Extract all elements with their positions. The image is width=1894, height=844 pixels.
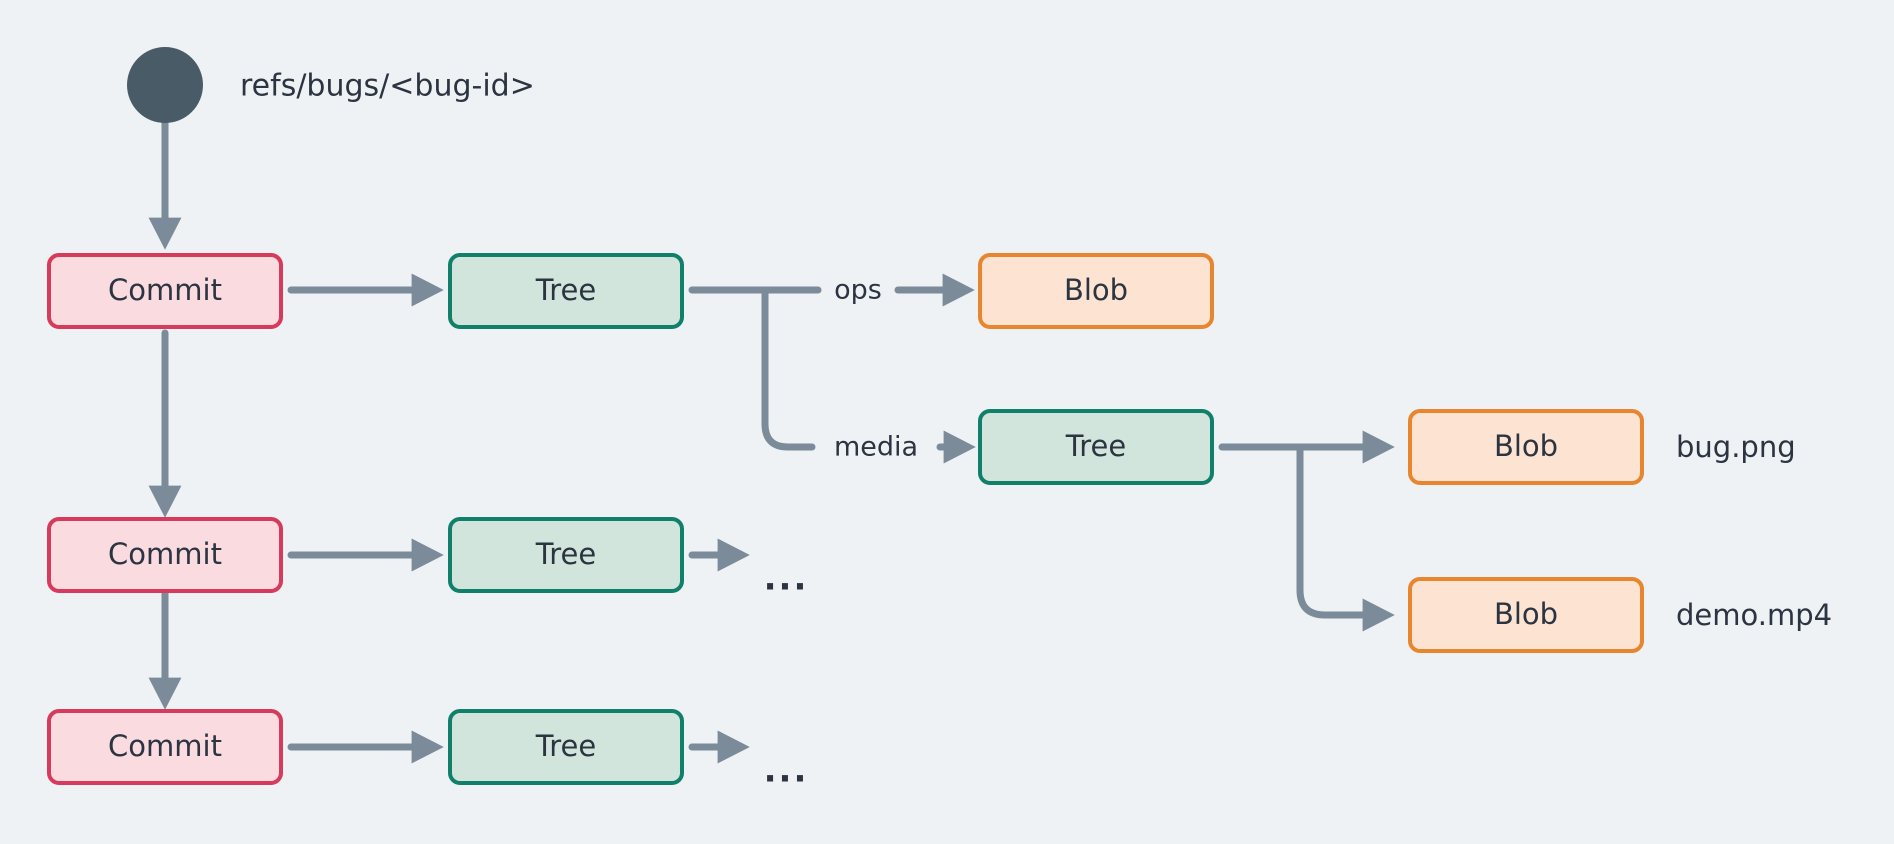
node-commit-3[interactable]: Commit <box>47 709 283 785</box>
tree-media-box <box>978 409 1214 485</box>
node-tree-2[interactable]: Tree <box>448 517 684 593</box>
tree-1-box <box>448 253 684 329</box>
tree-2-label: Tree <box>535 537 596 571</box>
blob-ops-label: Blob <box>1064 273 1128 307</box>
commit-1-label: Commit <box>108 273 222 307</box>
commit-3-box <box>47 709 283 785</box>
node-blob-demo-mp4[interactable]: Blob <box>1408 577 1644 653</box>
blob-bug-png-box <box>1408 409 1644 485</box>
filename-label-bug-png: bug.png <box>1676 430 1796 464</box>
commit-3-label: Commit <box>108 729 222 763</box>
blob-demo-mp4-label: Blob <box>1494 597 1558 631</box>
node-blob-bug-png[interactable]: Blob <box>1408 409 1644 485</box>
filename-label-demo-mp4: demo.mp4 <box>1676 598 1832 632</box>
tree-2-box <box>448 517 684 593</box>
link-tree-media-to-blob-demo-mp4 <box>1296 443 1395 632</box>
node-tree-media[interactable]: Tree <box>978 409 1214 485</box>
ellipsis-row-3: ... <box>764 751 809 791</box>
ellipsis-row-2: ... <box>764 559 809 599</box>
node-blob-ops[interactable]: Blob <box>978 253 1214 329</box>
ref-label: refs/bugs/<bug-id> <box>240 69 535 104</box>
blob-ops-box <box>978 253 1214 329</box>
node-commit-1[interactable]: Commit <box>47 253 283 329</box>
blob-demo-mp4-box <box>1408 577 1644 653</box>
commit-1-box <box>47 253 283 329</box>
node-commit-2[interactable]: Commit <box>47 517 283 593</box>
node-tree-3[interactable]: Tree <box>448 709 684 785</box>
ref-dot-icon <box>127 47 203 123</box>
tree-media-label: Tree <box>1065 429 1126 463</box>
edge-label-ops: ops <box>834 275 882 306</box>
tree-3-box <box>448 709 684 785</box>
node-tree-1[interactable]: Tree <box>448 253 684 329</box>
tree-1-label: Tree <box>535 273 596 307</box>
link-tree-1-to-media-label <box>761 286 816 451</box>
blob-bug-png-label: Blob <box>1494 429 1558 463</box>
commit-2-box <box>47 517 283 593</box>
commit-2-label: Commit <box>108 537 222 571</box>
tree-3-label: Tree <box>535 729 596 763</box>
edge-label-media: media <box>834 432 918 463</box>
